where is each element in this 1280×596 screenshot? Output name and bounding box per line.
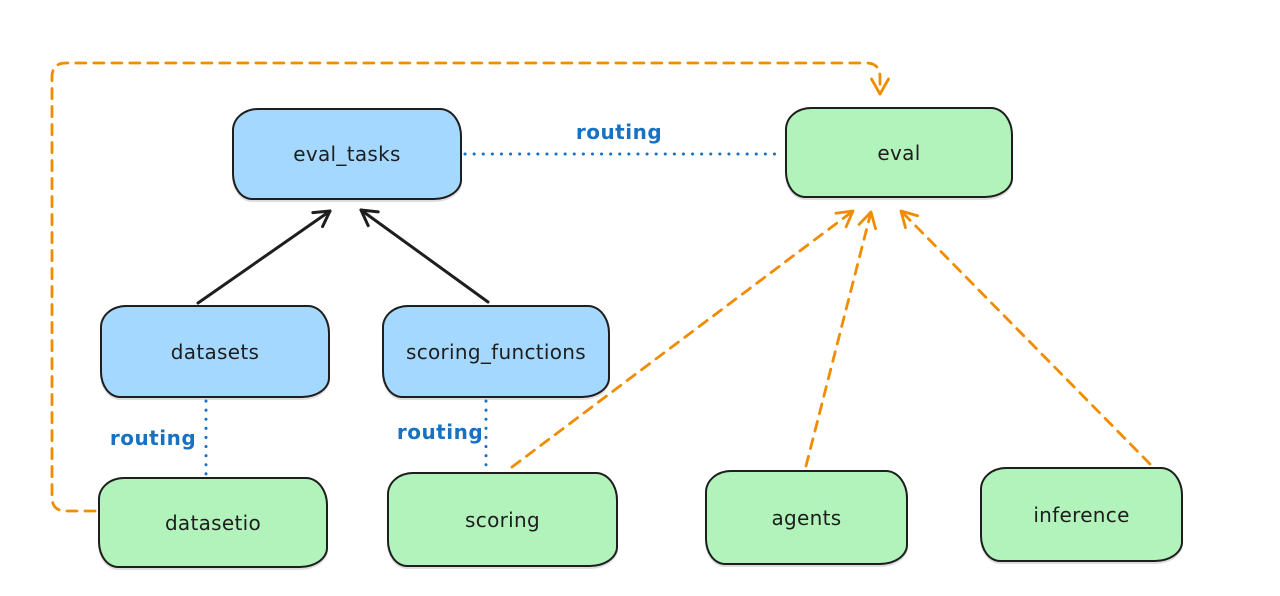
edge-inference-to-eval-dashed-arrow	[899, 209, 1152, 466]
routing-label-eval-tasks-eval: routing	[575, 120, 663, 144]
node-inference-label: inference	[1033, 502, 1130, 527]
node-datasetio: datasetio	[98, 477, 328, 568]
node-datasets: datasets	[100, 305, 330, 398]
node-scoring-label: scoring	[465, 507, 540, 532]
node-datasetio-label: datasetio	[164, 510, 262, 535]
routing-label-datasets-datasetio: routing	[109, 426, 197, 450]
node-agents: agents	[705, 470, 908, 565]
routing-label-scoring-functions-scoring: routing	[396, 420, 484, 444]
node-eval-label: eval	[877, 140, 921, 165]
node-datasets-label: datasets	[170, 339, 260, 364]
node-scoring: scoring	[387, 472, 618, 567]
edge-scoring-functions-to-eval-tasks-arrow	[359, 208, 490, 304]
node-eval-tasks-label: eval_tasks	[293, 142, 401, 166]
edge-datasets-to-eval-tasks-arrow	[196, 209, 332, 305]
node-inference: inference	[980, 467, 1183, 562]
node-eval: eval	[785, 107, 1013, 198]
node-scoring-functions: scoring_functions	[382, 305, 610, 398]
node-eval-tasks: eval_tasks	[232, 108, 462, 200]
edge-agents-to-eval-dashed-arrow	[804, 210, 877, 468]
node-scoring-functions-label: scoring_functions	[405, 339, 587, 364]
edge-scoring-to-eval-dashed-arrow	[510, 209, 855, 469]
node-agents-label: agents	[771, 505, 842, 530]
edge-datasetio-to-eval-dashed-arrow	[50, 61, 890, 513]
